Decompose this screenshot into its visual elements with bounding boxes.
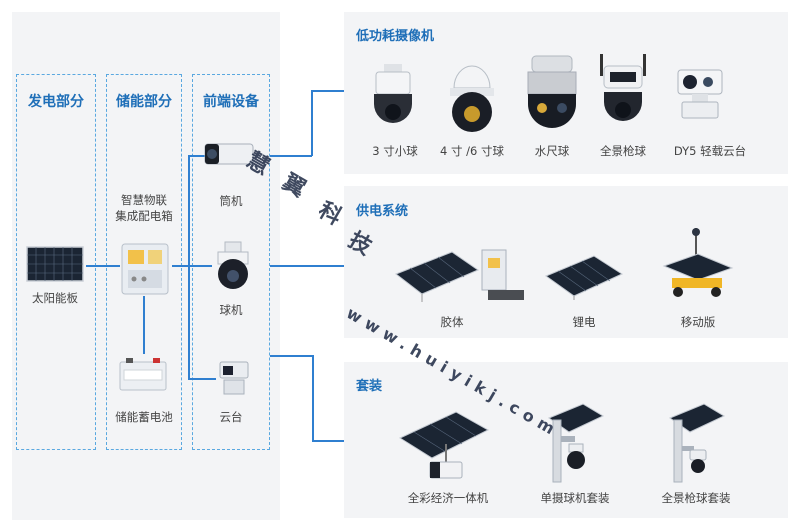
watermark-char-2: 翼	[277, 168, 311, 203]
connector-to-kits-v	[312, 355, 314, 441]
box-label-line2: 集成配电箱	[115, 209, 173, 223]
connector-bus-vertical	[188, 155, 190, 379]
ptz-image	[214, 358, 254, 398]
frontend-column: 前端设备	[192, 74, 270, 450]
storage-column: 储能部分	[106, 74, 182, 450]
camera-panoramic-image	[598, 52, 648, 134]
connector-to-cameras-h1	[270, 155, 312, 157]
camera-panoramic-label: 全景枪球	[600, 144, 646, 158]
generation-title: 发电部分	[28, 94, 84, 110]
power-title: 供电系统	[356, 204, 409, 219]
dome-camera-label: 球机	[219, 303, 243, 317]
bullet-camera-label: 筒机	[219, 194, 243, 208]
frontend-title: 前端设备	[203, 94, 259, 110]
battery-label: 储能蓄电池	[115, 410, 173, 424]
power-mobile-label: 移动版	[680, 315, 716, 329]
camera-4-6inch-image	[444, 54, 500, 134]
connector-to-cameras-h2	[311, 90, 349, 92]
kit-panoramic-image	[664, 400, 728, 484]
power-gel-image	[392, 244, 528, 304]
camera-water-gauge-image	[524, 54, 580, 134]
kit-panoramic-label: 全景枪球套装	[661, 491, 731, 505]
power-mobile-image	[658, 226, 738, 304]
kit-fullcolor-image	[396, 402, 492, 484]
power-lithium-label: 锂电	[572, 315, 596, 329]
power-lithium-image	[542, 252, 626, 300]
camera-water-gauge-label: 水尺球	[534, 144, 570, 158]
ptz-dy5-image	[672, 66, 728, 122]
power-gel-label: 胶体	[440, 315, 464, 329]
distribution-box-image	[120, 240, 172, 296]
kit-single-dome-image	[543, 400, 607, 484]
connector-box-bus	[172, 265, 188, 267]
connector-to-kits-h1	[270, 355, 314, 357]
camera-3inch-label: 3 寸小球	[372, 144, 418, 158]
kits-title: 套装	[356, 379, 383, 394]
battery-image	[118, 356, 168, 392]
connector-to-kits-h2	[312, 440, 350, 442]
kit-single-dome-label: 单摄球机套装	[540, 491, 610, 505]
connector-solar-box	[86, 265, 120, 267]
connector-bus-gun	[188, 155, 206, 157]
connector-to-cameras-v	[311, 90, 313, 156]
ptz-label: 云台	[219, 410, 243, 424]
kit-fullcolor-label: 全彩经济一体机	[407, 491, 489, 505]
connector-box-battery	[143, 296, 145, 354]
generation-column: 发电部分	[16, 74, 96, 450]
ptz-dy5-label: DY5 轻载云台	[673, 144, 747, 158]
cameras-title: 低功耗摄像机	[356, 29, 435, 44]
camera-4-6inch-label: 4 寸 /6 寸球	[440, 144, 504, 158]
solar-panel-image	[26, 246, 84, 282]
bullet-camera-image	[203, 140, 259, 170]
connector-bus-ptz	[188, 378, 216, 380]
connector-to-power	[270, 265, 350, 267]
dome-camera-image	[212, 240, 254, 292]
box-label-line1: 智慧物联	[121, 193, 167, 207]
solar-panel-label: 太阳能板	[32, 291, 78, 305]
connector-bus-dome	[188, 265, 212, 267]
camera-3inch-image	[368, 62, 418, 134]
storage-title: 储能部分	[116, 94, 172, 110]
